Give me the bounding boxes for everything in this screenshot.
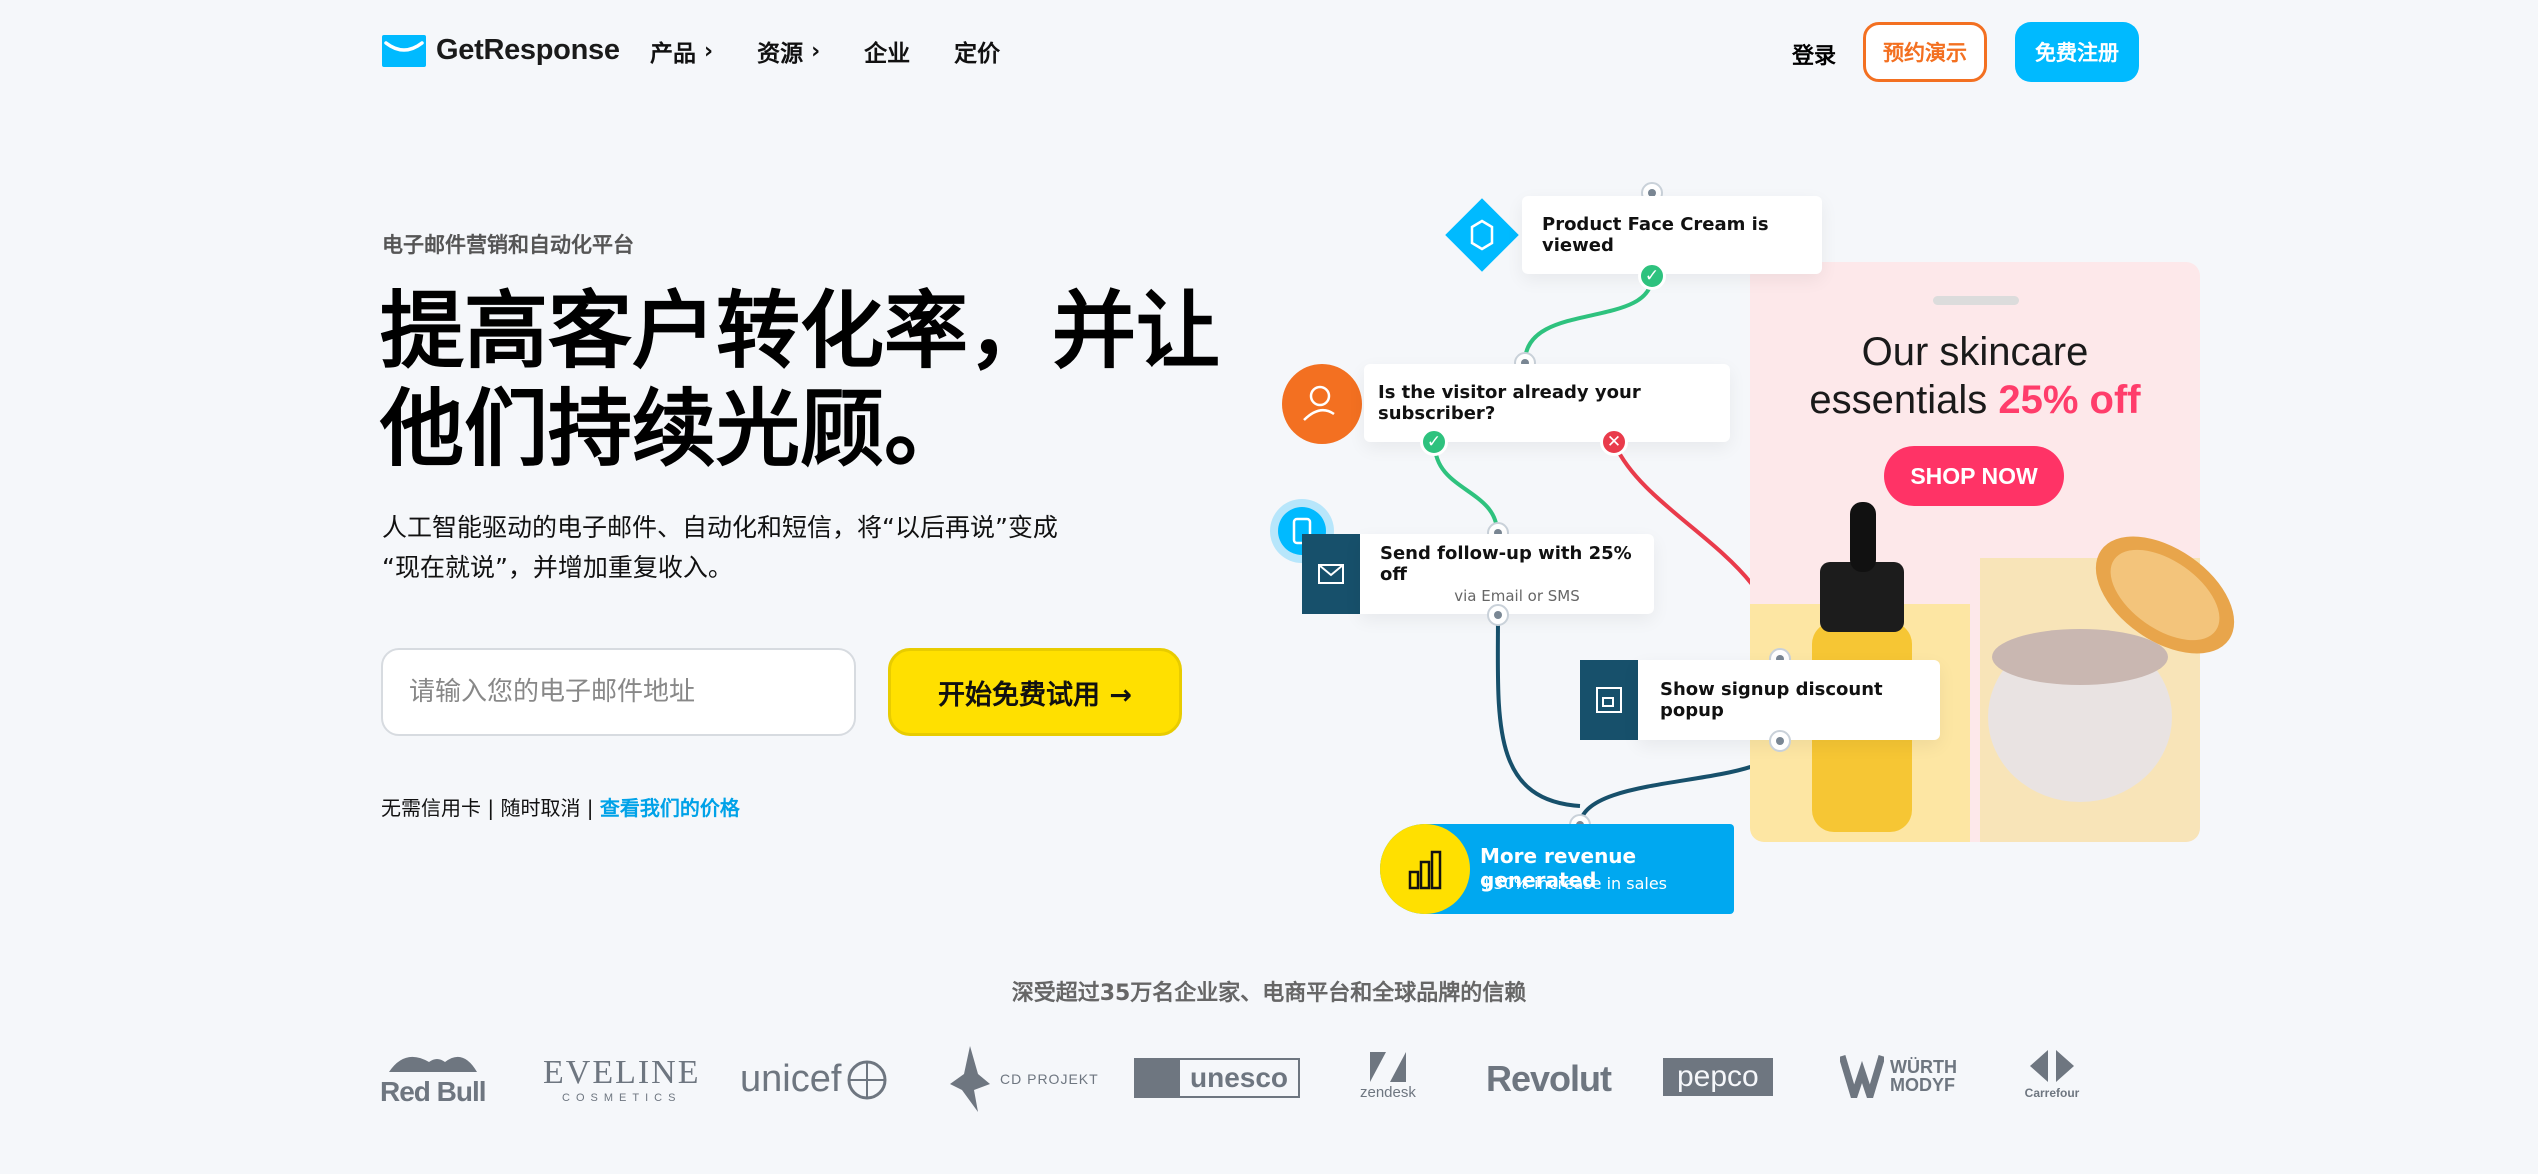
chevron-right-icon: › bbox=[704, 38, 714, 64]
step-label: Send follow-up with 25% off bbox=[1380, 543, 1632, 585]
eveline-logo: EVELINE COSMETICS bbox=[543, 1054, 701, 1104]
popup-icon bbox=[1580, 660, 1638, 740]
menu-item-products[interactable]: 产品 › bbox=[650, 34, 713, 68]
brand-logo-strip: Red Bull EVELINE COSMETICS unicef CD PRO… bbox=[380, 1040, 2160, 1120]
zendesk-logo: zendesk bbox=[1360, 1050, 1416, 1101]
step-label: Show signup discount popup bbox=[1660, 679, 1883, 721]
temple-icon bbox=[1136, 1060, 1180, 1096]
subtitle-line-2: “现在就说”，并增加重复收入。 bbox=[382, 553, 733, 582]
free-signup-button[interactable]: 免费注册 bbox=[2015, 22, 2139, 82]
main-menu: 产品 › 资源 › 企业 定价 bbox=[650, 34, 1000, 68]
envelope-icon bbox=[1318, 564, 1344, 584]
carrefour-logo: Carrefour bbox=[2024, 1046, 2080, 1100]
email-icon bbox=[1302, 534, 1360, 614]
bulls-icon bbox=[388, 1056, 477, 1072]
flow-step-send-followup[interactable]: Send follow-up with 25% off via Email or… bbox=[1360, 534, 1654, 614]
cdprojekt-logo: CD PROJEKT bbox=[948, 1044, 1099, 1114]
hero-headline: 提高客户转化率，并让 他们持续光顾。 bbox=[380, 282, 1230, 478]
menu-label: 产品 bbox=[650, 41, 696, 67]
popup-window-icon bbox=[1596, 687, 1622, 713]
hero-eyebrow: 电子邮件营销和自动化平台 bbox=[382, 233, 634, 257]
brand-text: MODYF bbox=[1890, 1075, 1955, 1095]
brand-text: COSMETICS bbox=[562, 1092, 682, 1104]
zendesk-mark-icon bbox=[1369, 1052, 1406, 1082]
connector-1-to-2 bbox=[1523, 275, 1654, 363]
bird-icon bbox=[950, 1046, 990, 1112]
brand-text: Carrefour bbox=[2024, 1086, 2080, 1100]
brand-text: pepco bbox=[1677, 1060, 1759, 1093]
revolut-logo: Revolut bbox=[1486, 1058, 1612, 1100]
fineprint: 无需信用卡 | 随时取消 | 查看我们的价格 bbox=[381, 792, 740, 821]
flow-step-revenue[interactable]: More revenue generated +30% increase in … bbox=[1380, 824, 1734, 914]
brand-logo[interactable]: GetResponse bbox=[382, 34, 620, 67]
menu-item-resources[interactable]: 资源 › bbox=[757, 34, 820, 68]
drag-handle[interactable] bbox=[1933, 296, 2019, 305]
product-view-icon bbox=[1445, 198, 1519, 272]
flow-step-subscriber-check[interactable]: Is the visitor already your subscriber? bbox=[1364, 364, 1730, 442]
brand-text: EVELINE bbox=[543, 1054, 701, 1091]
menu-label: 资源 bbox=[757, 41, 804, 67]
hero-subtitle: 人工智能驱动的电子邮件、自动化和短信，将“以后再说”变成 “现在就说”，并增加重… bbox=[382, 508, 1142, 588]
brand-name: GetResponse bbox=[436, 34, 620, 66]
brand-text: Revolut bbox=[1486, 1058, 1612, 1099]
bar-chart-icon bbox=[1380, 824, 1470, 914]
no-cross-icon: ✕ bbox=[1600, 428, 1628, 456]
brand-text: unesco bbox=[1190, 1062, 1289, 1093]
promo-line-1: Our skincare bbox=[1861, 330, 2089, 374]
unicef-logo: unicef bbox=[740, 1058, 887, 1101]
revenue-title: More revenue generated bbox=[1480, 844, 1637, 892]
menu-label: 定价 bbox=[954, 41, 1001, 67]
fineprint-text: 无需信用卡 | 随时取消 | bbox=[381, 796, 600, 820]
view-pricing-link[interactable]: 查看我们的价格 bbox=[599, 796, 740, 820]
connector-yes bbox=[1433, 444, 1499, 533]
wurth-text: WÜRTH MODYF bbox=[1890, 1058, 1957, 1094]
shop-now-button[interactable]: SHOP NOW bbox=[1884, 446, 2064, 506]
brand-text: Red Bull bbox=[380, 1076, 487, 1107]
menu-item-enterprise[interactable]: 企业 bbox=[864, 34, 910, 68]
unesco-logo: unesco bbox=[1134, 1058, 1301, 1098]
menu-item-pricing[interactable]: 定价 bbox=[954, 34, 1000, 68]
promo-discount: 25% off bbox=[1998, 378, 2141, 422]
revenue-subtitle: +30% increase in sales bbox=[1480, 874, 1668, 893]
step-label: Product Face Cream is viewed bbox=[1542, 214, 1769, 256]
promo-line-2: essentials bbox=[1809, 378, 1999, 422]
globe-icon bbox=[847, 1060, 887, 1099]
brand-text: WÜRTH bbox=[1890, 1057, 1957, 1077]
connector-dot bbox=[1487, 604, 1509, 626]
brand-text: unicef bbox=[740, 1058, 842, 1100]
subtitle-line-1: 人工智能驱动的电子邮件、自动化和短信，将“以后再说”变成 bbox=[382, 513, 1058, 542]
headline-line-1: 提高客户转化率，并让 bbox=[380, 282, 1221, 380]
brand-text: CD PROJEKT bbox=[1000, 1071, 1099, 1087]
jar-lid bbox=[2095, 536, 2235, 654]
flow-step-signup-popup[interactable]: Show signup discount popup bbox=[1638, 660, 1940, 740]
wurth-mark-icon bbox=[1840, 1054, 1884, 1098]
trust-statement: 深受超过35万名企业家、电商平台和全球品牌的信赖 bbox=[1011, 981, 1527, 1006]
headline-line-2: 他们持续光顾。 bbox=[380, 380, 969, 478]
envelope-logo-icon bbox=[382, 34, 426, 67]
yes-check-icon: ✓ bbox=[1420, 428, 1448, 456]
check-icon: ✓ bbox=[1638, 262, 1666, 290]
login-link[interactable]: 登录 bbox=[1792, 44, 1837, 69]
carrefour-mark-icon bbox=[2030, 1050, 2074, 1082]
step-sublabel: via Email or SMS bbox=[1454, 587, 1580, 605]
book-demo-button[interactable]: 预约演示 bbox=[1863, 22, 1987, 82]
connector-3-to-5 bbox=[1495, 613, 1581, 808]
brand-text: zendesk bbox=[1360, 1084, 1416, 1101]
top-nav: GetResponse 产品 › 资源 › 企业 定价 登录 预约演示 免费注册 bbox=[0, 0, 2538, 104]
promo-title: Our skincare essentials 25% off bbox=[1750, 328, 2200, 424]
wurth-modyf-logo: WÜRTH MODYF bbox=[1840, 1054, 1957, 1098]
chevron-right-icon: › bbox=[811, 38, 821, 64]
connector-dot bbox=[1769, 730, 1791, 752]
redbull-logo: Red Bull bbox=[380, 1046, 487, 1108]
start-free-trial-button[interactable]: 开始免费试用 → bbox=[888, 648, 1182, 736]
menu-label: 企业 bbox=[864, 41, 911, 67]
email-input[interactable] bbox=[381, 648, 856, 736]
flow-step-product-viewed[interactable]: Product Face Cream is viewed bbox=[1522, 196, 1822, 274]
step-label: Is the visitor already your subscriber? bbox=[1378, 382, 1641, 424]
pepco-logo: pepco bbox=[1663, 1058, 1773, 1096]
subscriber-check-icon bbox=[1282, 364, 1362, 444]
